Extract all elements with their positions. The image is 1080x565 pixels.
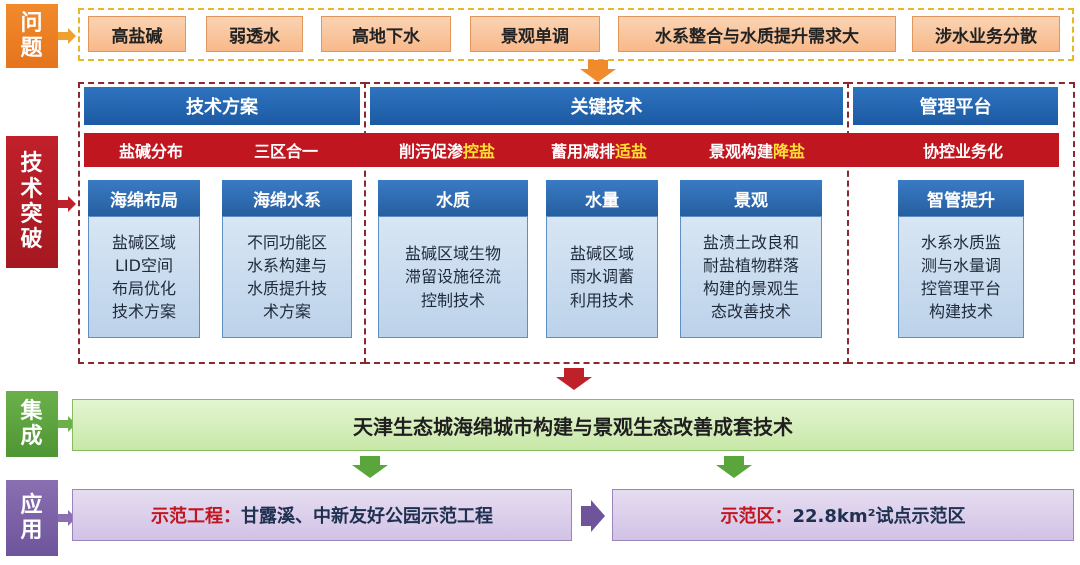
problem-row-arrow [58,28,76,44]
strategy-coordination: 协控业务化 [922,142,1003,161]
card-sponge-layout-line-4: 技术方案 [111,302,176,322]
problem-label-char-2: 题 [20,36,44,61]
strategy-adapt-salt: 蓄用减排适盐 [526,133,672,167]
down-arrow-2 [556,368,592,390]
card-landscape-body: 盐渍土改良和 耐盐植物群落 构建的景观生 态改善技术 [680,216,822,338]
card-sponge-water-line-4: 术方案 [262,302,311,322]
application-label-char-1: 应 [20,492,44,518]
strategy-saline-distribution: 盐碱分布 [118,142,183,161]
card-sponge-layout-line-2: LID空间 [115,255,173,275]
card-landscape-line-4: 态改善技术 [710,302,791,322]
card-water-quality-line-1: 盐碱区域生物 [404,244,501,264]
strategy-control-salt-highlight: 控盐 [463,142,496,161]
card-water-quantity-line-3: 利用技术 [569,290,634,310]
card-water-quantity-line-2: 雨水调蓄 [569,267,634,287]
card-water-quality-line-2: 滞留设施径流 [404,267,501,287]
strategy-control-salt: 削污促渗控盐 [374,133,520,167]
strategy-adapt-salt-text: 蓄用减排 [550,142,615,161]
card-smart-management-line-1: 水系水质监 [920,232,1001,252]
card-water-quality-body: 盐碱区域生物 滞留设施径流 控制技术 [378,216,528,338]
problem-item-water-system-demand: 水系整合与水质提升需求大 [618,16,896,52]
demo-zone-value: 22.8km²试点示范区 [792,506,966,527]
tech-row-arrow [58,196,76,212]
problem-row-label: 问 题 [6,4,58,68]
card-smart-management-body: 水系水质监 测与水量调 控管理平台 构建技术 [898,216,1024,338]
card-smart-management-title: 智管提升 [898,180,1024,216]
problem-label-char-1: 问 [20,10,44,36]
tech-label-char-4: 破 [20,227,44,253]
card-sponge-water-line-1: 不同功能区 [246,232,327,252]
card-water-quantity-body: 盐碱区域 雨水调蓄 利用技术 [546,216,658,338]
platform-header: 管理平台 [853,87,1058,125]
integration-row-arrow [58,416,76,432]
problem-item-high-salinity: 高盐碱 [88,16,186,52]
down-arrow-1 [580,60,616,82]
problem-item-monotone-landscape: 景观单调 [470,16,600,52]
strategy-control-salt-text: 削污促渗 [398,142,463,161]
card-sponge-water-line-3: 水质提升技 [246,279,327,298]
tech-label-char-3: 突 [20,202,44,227]
card-sponge-water-body: 不同功能区 水系构建与 水质提升技 术方案 [222,216,352,338]
card-smart-management-line-3: 控管理平台 [920,279,1001,298]
right-arrow-application [581,500,605,532]
card-sponge-layout-line-1: 盐碱区域 [111,232,176,252]
problem-frame [78,8,1074,61]
card-water-quantity-line-1: 盐碱区域 [569,244,634,264]
demo-zone-bar: 示范区：22.8km²试点示范区 [612,489,1074,541]
key-tech-header: 关键技术 [370,87,843,125]
card-water-quality-title: 水质 [378,180,528,216]
card-sponge-layout-line-3: 布局优化 [111,279,176,298]
down-arrow-3-left [352,456,388,478]
integration-label-char-2: 成 [20,424,44,449]
card-sponge-water-title: 海绵水系 [222,180,352,216]
problem-item-weak-permeability: 弱透水 [206,16,303,52]
demo-zone-label: 示范区： [720,506,793,527]
problem-item-high-groundwater: 高地下水 [321,16,451,52]
card-smart-management-line-2: 测与水量调 [920,255,1001,275]
integration-bar: 天津生态城海绵城市构建与景观生态改善成套技术 [72,399,1074,451]
strategy-reduce-salt: 景观构建降盐 [682,133,832,167]
tech-row-label: 技 术 突 破 [6,136,58,268]
card-landscape-line-3: 构建的景观生 [702,279,799,298]
strategy-adapt-salt-highlight: 适盐 [615,142,648,161]
problem-item-scattered-business: 涉水业务分散 [912,16,1060,52]
application-label-char-2: 用 [20,518,44,543]
tech-label-char-1: 技 [20,151,44,177]
integration-row-label: 集 成 [6,391,58,457]
card-landscape-line-1: 盐渍土改良和 [702,232,799,252]
strategy-three-zones: 三区合一 [253,142,318,161]
demo-project-label: 示范工程： [151,506,241,527]
card-water-quality-line-3: 控制技术 [420,290,485,310]
strategy-bar [84,133,1059,167]
card-smart-management-line-4: 构建技术 [928,302,993,322]
demo-project-bar: 示范工程：甘露溪、中新友好公园示范工程 [72,489,572,541]
demo-project-value: 甘露溪、中新友好公园示范工程 [241,506,493,527]
card-landscape-line-2: 耐盐植物群落 [702,255,799,275]
strategy-reduce-salt-highlight: 降盐 [773,142,806,161]
scheme-header: 技术方案 [84,87,360,125]
strategy-reduce-salt-text: 景观构建 [708,142,773,161]
card-sponge-water-line-2: 水系构建与 [246,255,327,275]
card-sponge-layout-title: 海绵布局 [88,180,200,216]
card-sponge-layout-body: 盐碱区域 LID空间 布局优化 技术方案 [88,216,200,338]
integration-label-char-1: 集 [20,398,44,424]
platform-frame [847,82,1075,364]
application-row-arrow [58,510,76,526]
card-water-quantity-title: 水量 [546,180,658,216]
tech-label-char-2: 术 [20,176,44,202]
card-landscape-title: 景观 [680,180,822,216]
down-arrow-3-right [716,456,752,478]
application-row-label: 应 用 [6,480,58,556]
